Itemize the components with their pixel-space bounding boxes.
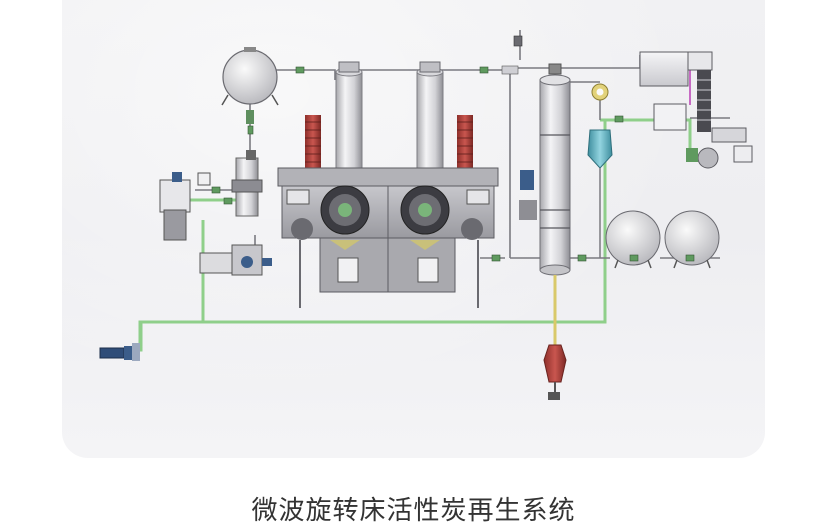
process-diagram xyxy=(99,30,753,400)
microwave-rotating-bed-icon xyxy=(277,167,499,293)
cyclone-separator-icon xyxy=(587,83,613,258)
valve-icon xyxy=(211,35,695,262)
horizontal-storage-tank-icon xyxy=(605,210,720,269)
conveyor-icon xyxy=(199,244,272,276)
diagram-caption: 微波旋转床活性炭再生系统 xyxy=(251,496,576,526)
discharge-line xyxy=(543,275,567,400)
heat-exchanger-icon xyxy=(231,150,263,217)
feeder-hopper-icon xyxy=(159,172,211,241)
support-legs xyxy=(299,240,479,308)
induction-coil-icon xyxy=(305,115,473,170)
twin-regeneration-column-icon xyxy=(335,61,444,173)
tall-scrubber-tower-icon xyxy=(519,63,571,276)
spherical-tank-icon xyxy=(221,47,279,124)
blower-icon xyxy=(639,51,753,169)
green-pipe-network xyxy=(125,118,692,352)
vacuum-pump-icon xyxy=(99,343,140,361)
